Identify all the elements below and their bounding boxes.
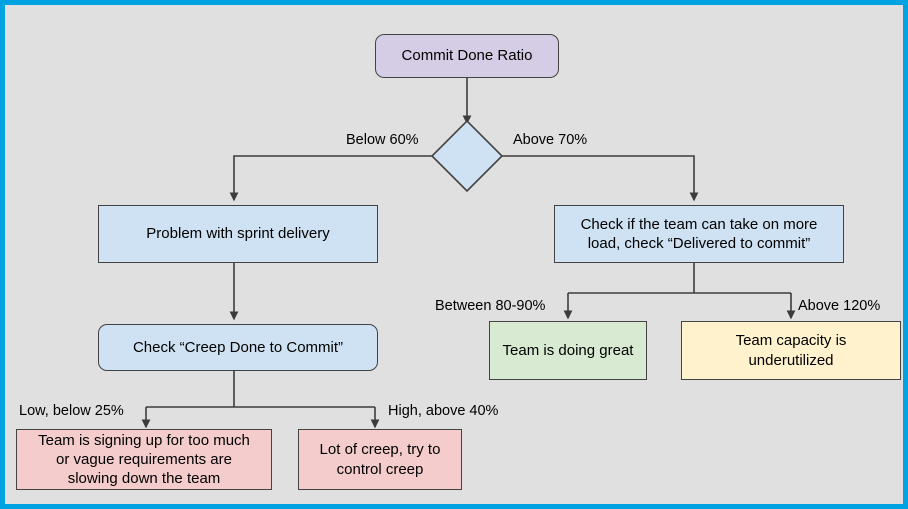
node-label: Team is doing great xyxy=(502,341,634,359)
node-decision-diamond[interactable] xyxy=(430,119,504,193)
node-label-line1: Team capacity is xyxy=(735,332,847,350)
edge-label-below-60: Below 60% xyxy=(346,132,419,148)
node-label-line1: Check if the team can take on more xyxy=(580,215,818,233)
node-label-line2: or vague requirements are xyxy=(56,450,232,468)
node-label: Problem with sprint delivery xyxy=(146,225,330,243)
node-label: Commit Done Ratio xyxy=(401,47,533,65)
edge-label-high-above-40: High, above 40% xyxy=(388,403,499,419)
node-label-line3: slowing down the team xyxy=(67,470,221,488)
edge-label-above-120: Above 120% xyxy=(798,298,881,314)
edge-label-above-70: Above 70% xyxy=(513,132,588,148)
node-check-more-load[interactable]: Check if the team can take on more load,… xyxy=(554,205,844,263)
node-team-signing-up-too-much[interactable]: Team is signing up for too much or vague… xyxy=(16,429,272,490)
node-lot-of-creep[interactable]: Lot of creep, try to control creep xyxy=(298,429,462,490)
node-commit-done-ratio[interactable]: Commit Done Ratio xyxy=(375,34,559,78)
node-check-creep-done-to-commit[interactable]: Check “Creep Done to Commit” xyxy=(98,324,378,371)
node-label-line2: control creep xyxy=(336,460,424,478)
edge-label-between-80-90: Between 80-90% xyxy=(435,298,546,314)
node-label-line1: Team is signing up for too much xyxy=(38,431,250,449)
node-label-line1: Lot of creep, try to xyxy=(319,441,441,459)
node-problem-with-sprint-delivery[interactable]: Problem with sprint delivery xyxy=(98,205,378,263)
diamond-shape xyxy=(430,119,504,193)
node-label-line2: underutilized xyxy=(748,351,834,369)
edge-label-low-below-25: Low, below 25% xyxy=(19,403,124,419)
node-label: Check “Creep Done to Commit” xyxy=(132,338,344,356)
node-team-doing-great[interactable]: Team is doing great xyxy=(489,321,647,380)
node-team-capacity-underutilized[interactable]: Team capacity is underutilized xyxy=(681,321,901,380)
node-label-line2: load, check “Delivered to commit” xyxy=(587,235,811,252)
